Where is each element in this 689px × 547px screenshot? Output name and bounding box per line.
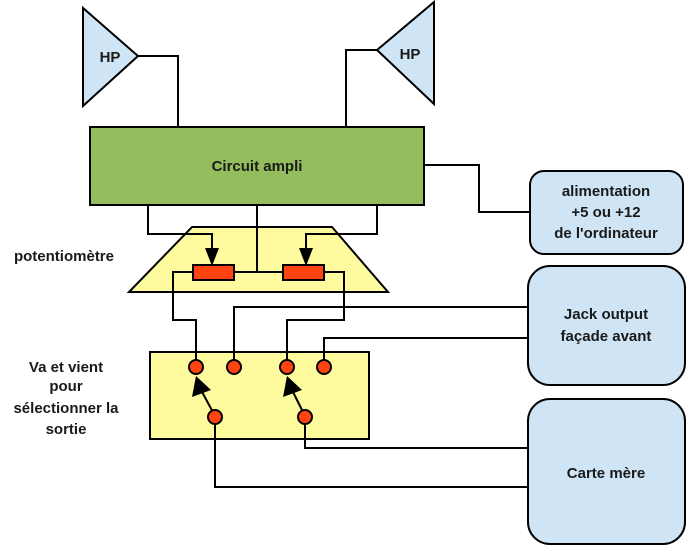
switch-terminal-4 xyxy=(316,359,332,375)
speaker-left-icon xyxy=(82,5,140,109)
speaker-right: HP xyxy=(375,0,435,107)
switch-common-right xyxy=(297,409,313,425)
power-supply-line-1: alimentation xyxy=(562,183,650,200)
ampli-box xyxy=(89,126,425,206)
switch-block xyxy=(149,351,370,440)
resistor-left xyxy=(192,264,235,281)
switch-terminal-2 xyxy=(226,359,242,375)
motherboard-block: Carte mère xyxy=(527,398,686,545)
jack-output-line-1: Jack output xyxy=(564,306,648,323)
power-supply-line-3: de l'ordinateur xyxy=(554,225,658,242)
power-supply-box xyxy=(529,170,684,255)
wiper-arrow-left-icon xyxy=(205,248,219,266)
speaker-left: HP xyxy=(82,5,140,109)
switch-label: Va et vient pour sélectionner la sortie xyxy=(13,359,119,438)
switch-terminal-3 xyxy=(279,359,295,375)
motherboard-label: Carte mère xyxy=(567,465,645,482)
switch-terminal-1 xyxy=(188,359,204,375)
switch-box xyxy=(149,351,370,440)
jack-output-box xyxy=(527,265,686,386)
motherboard-box xyxy=(527,398,686,545)
wire-ampli-power xyxy=(424,164,530,213)
switch-label-line-4: sortie xyxy=(46,421,87,438)
switch-label-line-3: sélectionner la xyxy=(13,400,119,417)
wire-jack-a xyxy=(233,306,530,366)
power-supply-block: alimentation +5 ou +12 de l'ordinateur xyxy=(529,170,684,255)
speaker-right-icon xyxy=(375,0,435,107)
switch-label-line-2: pour xyxy=(49,378,82,395)
jack-output-line-2: façade avant xyxy=(561,328,652,345)
wiper-arrow-right-icon xyxy=(299,248,313,266)
wire-left-speaker xyxy=(138,55,179,128)
ampli-label: Circuit ampli xyxy=(212,158,303,175)
jack-output-block: Jack output façade avant xyxy=(527,265,686,386)
switch-arrow-left-icon xyxy=(192,376,211,397)
wire-ampli-right-pot-inner xyxy=(305,233,377,250)
wire-ampli-left-pot-inner xyxy=(148,233,213,250)
speaker-right-label: HP xyxy=(400,46,421,63)
potentiometer-body xyxy=(126,226,391,293)
resistor-right xyxy=(282,264,325,281)
potentiometer-label: potentiomètre xyxy=(14,248,114,265)
ampli-block: Circuit ampli xyxy=(89,126,425,206)
wire-right-pot-inner xyxy=(324,271,345,292)
power-supply-line-2: +5 ou +12 xyxy=(571,204,640,221)
wire-right-speaker xyxy=(345,49,377,128)
wire-left-pot-inner xyxy=(172,271,193,292)
switch-arrow-right-icon xyxy=(283,376,302,397)
switch-label-line-1: Va et vient xyxy=(29,359,103,376)
potentiometer-block xyxy=(126,204,391,293)
switch-common-left xyxy=(207,409,223,425)
speaker-left-label: HP xyxy=(100,49,121,66)
